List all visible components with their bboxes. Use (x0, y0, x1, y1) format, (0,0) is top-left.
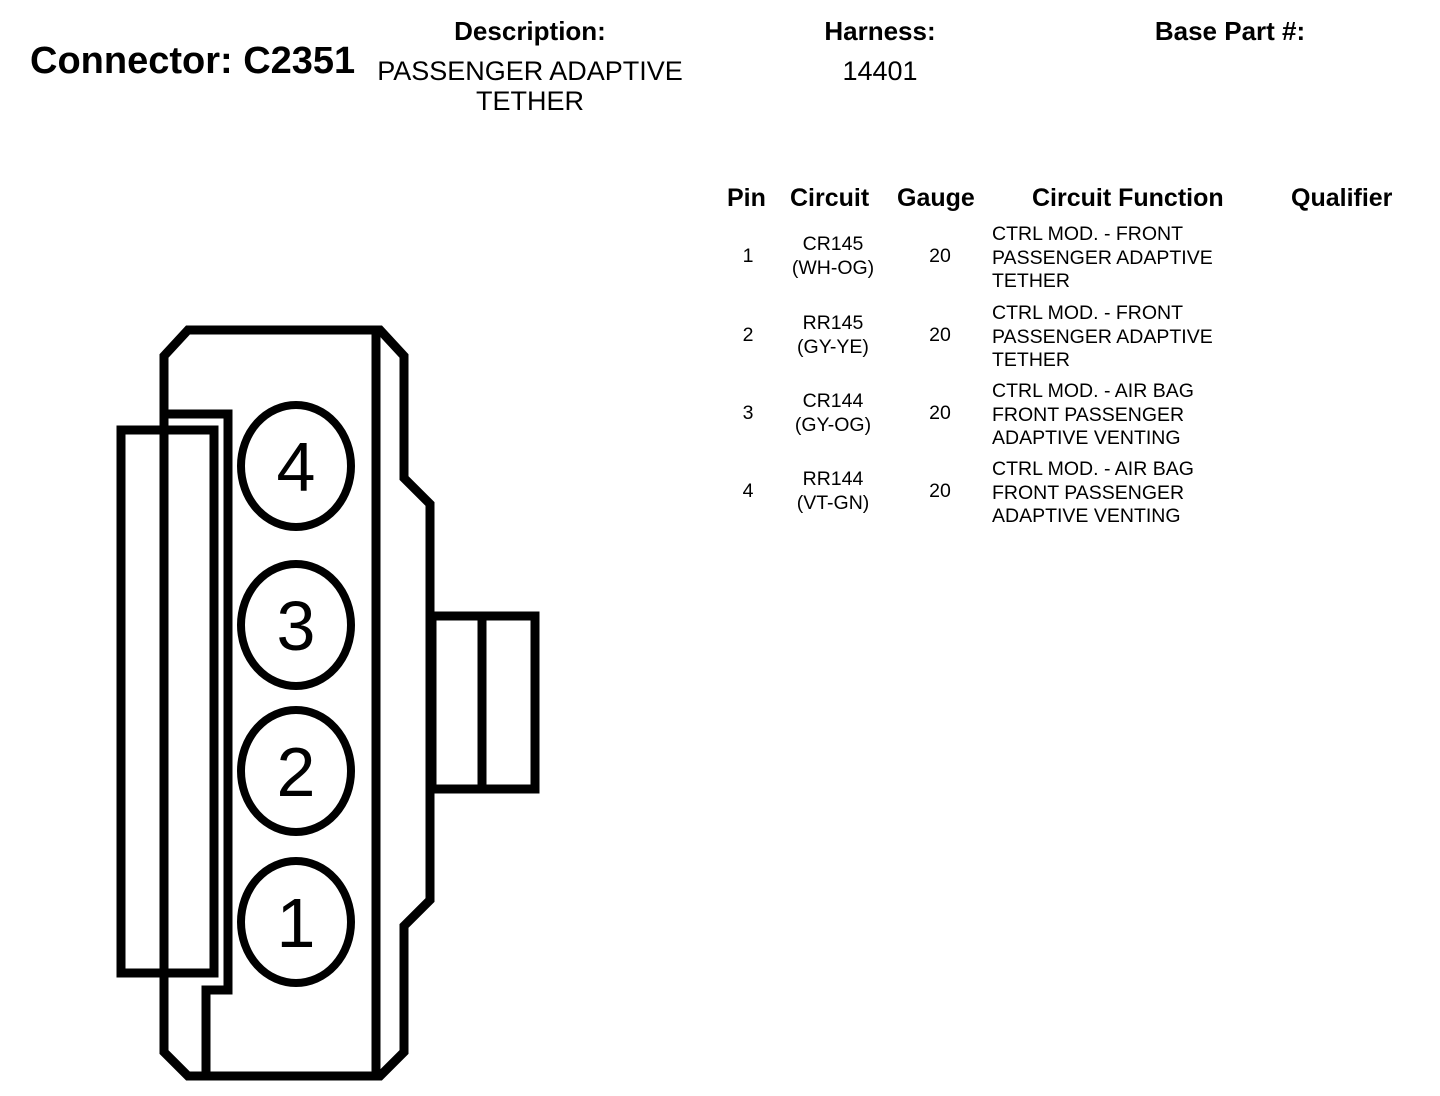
circuit-id: CR145 (802, 233, 864, 255)
pin-label-4: 4 (277, 428, 316, 506)
pin-number: 4 (742, 480, 754, 502)
latch-tab (116, 425, 219, 978)
description-line-1: PASSENGER ADAPTIVE (377, 56, 683, 86)
base-part-label: Base Part #: (1154, 16, 1306, 46)
pin-cavity-4 (237, 401, 355, 531)
connector-title: Connector: C2351 (30, 40, 356, 82)
circuit-cell: CR144 (GY-OG) (778, 390, 888, 437)
function-line: CTRL MOD. - AIR BAG (992, 458, 1194, 480)
table-row: 2 RR145 (GY-YE) 20 CTRL MOD. - FRONT PAS… (0, 302, 1440, 380)
function-line: FRONT PASSENGER (992, 481, 1185, 504)
circuit-cell: RR145 (GY-YE) (778, 312, 888, 359)
connector-housing-outline (159, 325, 435, 1081)
circuit-function: CTRL MOD. - AIR BAG FRONT PASSENGER ADAP… (992, 458, 1272, 529)
housing-left-bar (166, 409, 233, 1074)
circuit-function: CTRL MOD. - FRONT PASSENGER ADAPTIVE TET… (992, 223, 1272, 294)
pin-cavity-1 (237, 857, 355, 987)
wire-color: (WH-OG) (791, 256, 875, 279)
pin-number: 2 (742, 324, 754, 346)
pin-cavity-2 (237, 706, 355, 836)
function-line: PASSENGER ADAPTIVE (992, 325, 1213, 348)
function-line: TETHER (992, 270, 1070, 292)
description-value: PASSENGER ADAPTIVE TETHER (360, 56, 700, 116)
pin-label-2: 2 (277, 733, 316, 811)
function-line: TETHER (992, 349, 1070, 371)
circuit-id: CR144 (802, 390, 864, 412)
table-row: 1 CR145 (WH-OG) 20 CTRL MOD. - FRONT PAS… (0, 223, 1440, 301)
column-header-circuit: Circuit (790, 184, 870, 212)
wire-gauge: 20 (929, 245, 951, 267)
function-line: PASSENGER ADAPTIVE (992, 246, 1213, 269)
table-row: 4 RR144 (VT-GN) 20 CTRL MOD. - AIR BAG F… (0, 458, 1440, 536)
description-label: Description: (454, 16, 606, 46)
column-header-gauge: Gauge (897, 184, 975, 212)
table-row: 3 CR144 (GY-OG) 20 CTRL MOD. - AIR BAG F… (0, 380, 1440, 458)
function-line: ADAPTIVE VENTING (992, 505, 1181, 527)
harness-label: Harness: (824, 16, 936, 46)
column-header-qualifier: Qualifier (1291, 184, 1393, 212)
circuit-id: RR144 (802, 468, 864, 490)
circuit-id: RR145 (802, 312, 864, 334)
pin-number: 1 (742, 245, 754, 267)
function-line: FRONT PASSENGER (992, 403, 1185, 426)
wire-color: (VT-GN) (796, 491, 870, 514)
column-header-pin: Pin (727, 184, 766, 212)
column-header-circuit-function: Circuit Function (1032, 184, 1224, 212)
wire-color: (GY-OG) (794, 413, 872, 436)
description-line-2: TETHER (476, 86, 584, 116)
circuit-function: CTRL MOD. - FRONT PASSENGER ADAPTIVE TET… (992, 302, 1272, 373)
pin-cavity-3 (237, 560, 355, 690)
function-line: CTRL MOD. - FRONT (992, 223, 1184, 245)
circuit-cell: CR145 (WH-OG) (778, 233, 888, 280)
wire-gauge: 20 (929, 480, 951, 502)
pin-number: 3 (742, 402, 754, 424)
pin-label-3: 3 (277, 587, 316, 665)
function-line: ADAPTIVE VENTING (992, 427, 1181, 449)
pin-label-1: 1 (277, 884, 316, 962)
function-line: CTRL MOD. - AIR BAG (992, 380, 1194, 402)
circuit-function: CTRL MOD. - AIR BAG FRONT PASSENGER ADAP… (992, 380, 1272, 451)
wire-gauge: 20 (929, 324, 951, 346)
circuit-cell: RR144 (VT-GN) (778, 468, 888, 515)
locking-tab (427, 611, 540, 794)
harness-value: 14401 (842, 56, 918, 86)
function-line: CTRL MOD. - FRONT (992, 302, 1184, 324)
wire-gauge: 20 (929, 402, 951, 424)
wire-color: (GY-YE) (797, 335, 869, 358)
